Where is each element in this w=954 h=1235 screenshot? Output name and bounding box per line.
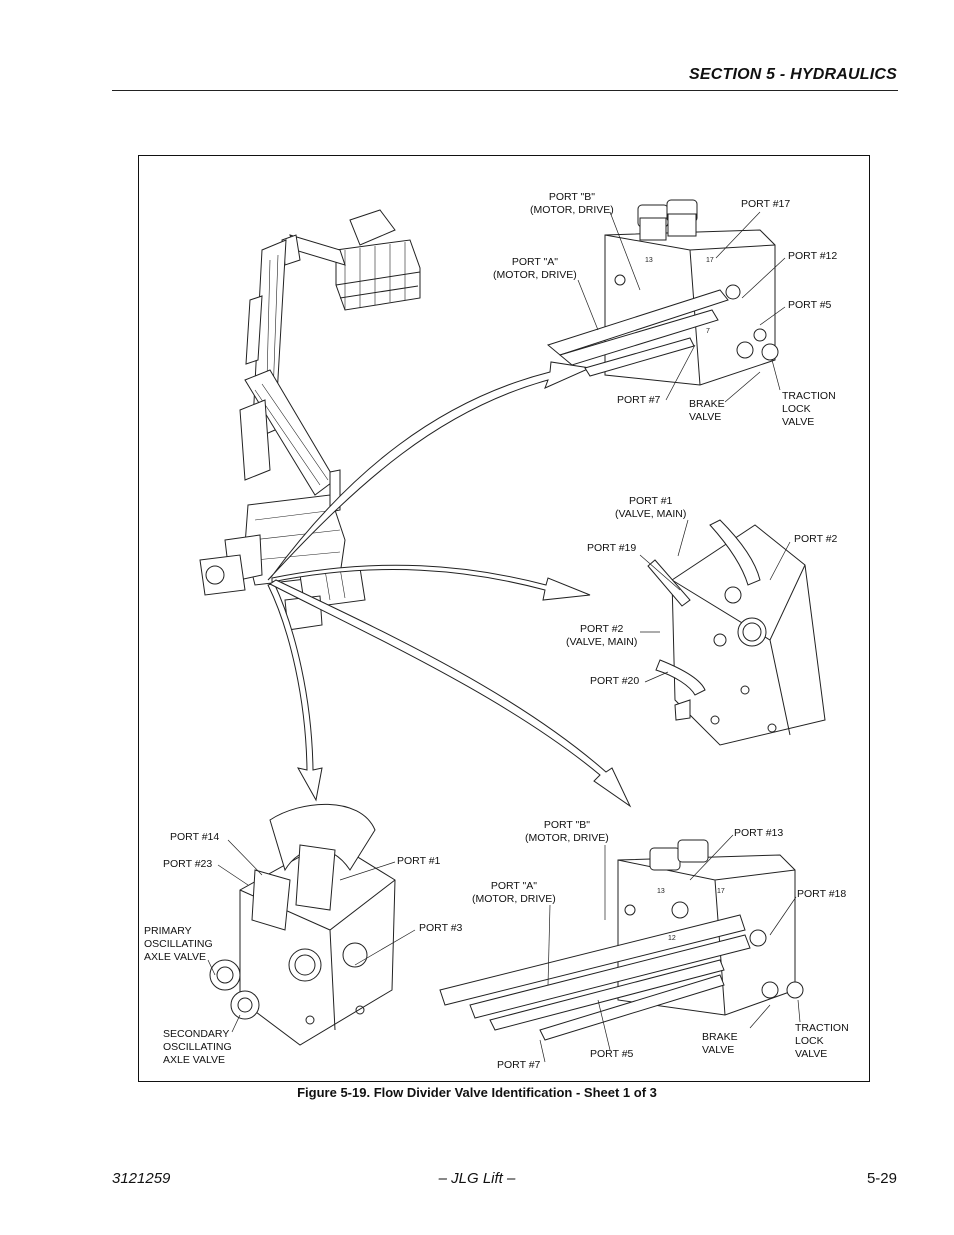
mark-13: 13 <box>645 257 653 264</box>
figure-frame <box>138 155 870 1082</box>
mark-17: 17 <box>706 257 714 264</box>
valve-bottom-left <box>209 803 396 1046</box>
label-top-port-12: PORT #12 <box>788 250 838 262</box>
label-mid-port-1: PORT #1 (VALVE, MAIN) <box>615 495 687 520</box>
valve-top-right: 13 17 7 <box>546 199 779 386</box>
section-title: SECTION 5 - HYDRAULICS <box>689 66 897 83</box>
valve-middle-right <box>647 519 826 746</box>
label-mid-port-2: PORT #2 <box>794 533 838 545</box>
label-br-port-a: PORT "A" (MOTOR, DRIVE) <box>472 880 556 905</box>
label-bl-secondary-valve: SECONDARY OSCILLATING AXLE VALVE <box>163 1028 232 1066</box>
label-br-port-13: PORT #13 <box>734 827 784 839</box>
boom-lift-illustration <box>199 209 421 631</box>
label-mid-port-19: PORT #19 <box>587 542 637 554</box>
label-mid-port-2-main: PORT #2 (VALVE, MAIN) <box>566 623 638 648</box>
figure-caption: Figure 5-19. Flow Divider Valve Identifi… <box>297 1085 657 1100</box>
label-br-port-7: PORT #7 <box>497 1059 541 1071</box>
label-bl-port-3: PORT #3 <box>419 922 463 934</box>
mark-7: 7 <box>706 328 710 335</box>
pointer-arrows <box>267 361 632 808</box>
mark-12: 12 <box>668 935 676 942</box>
label-top-port-a: PORT "A" (MOTOR, DRIVE) <box>493 256 577 281</box>
label-br-brake-valve: BRAKE VALVE <box>702 1031 738 1056</box>
label-bl-port-1: PORT #1 <box>397 855 441 867</box>
footer-brand: – JLG Lift – <box>438 1170 516 1187</box>
label-mid-port-20: PORT #20 <box>590 675 640 687</box>
label-top-brake-valve: BRAKE VALVE <box>689 398 725 423</box>
mark-13b: 13 <box>657 888 665 895</box>
label-br-port-5: PORT #5 <box>590 1048 634 1060</box>
label-br-port-b: PORT "B" (MOTOR, DRIVE) <box>525 819 609 844</box>
label-top-port-7: PORT #7 <box>617 394 661 406</box>
header-rule <box>112 90 898 91</box>
valve-bottom-right: 13 17 12 <box>439 839 804 1041</box>
label-top-port-b: PORT "B" (MOTOR, DRIVE) <box>530 191 614 216</box>
label-bl-primary-valve: PRIMARY OSCILLATING AXLE VALVE <box>144 925 213 963</box>
label-bl-port-23: PORT #23 <box>163 858 213 870</box>
label-top-port-17: PORT #17 <box>741 198 791 210</box>
label-br-traction-lock-valve: TRACTION LOCK VALVE <box>795 1022 849 1060</box>
label-top-traction-lock-valve: TRACTION LOCK VALVE <box>782 390 836 428</box>
leader-lines <box>207 211 801 1063</box>
mark-17b: 17 <box>717 888 725 895</box>
footer-page-number: 5-29 <box>866 1170 897 1187</box>
label-top-port-5: PORT #5 <box>788 299 832 311</box>
footer-doc-number: 3121259 <box>112 1170 171 1187</box>
label-bl-port-14: PORT #14 <box>170 831 220 843</box>
label-br-port-18: PORT #18 <box>797 888 847 900</box>
